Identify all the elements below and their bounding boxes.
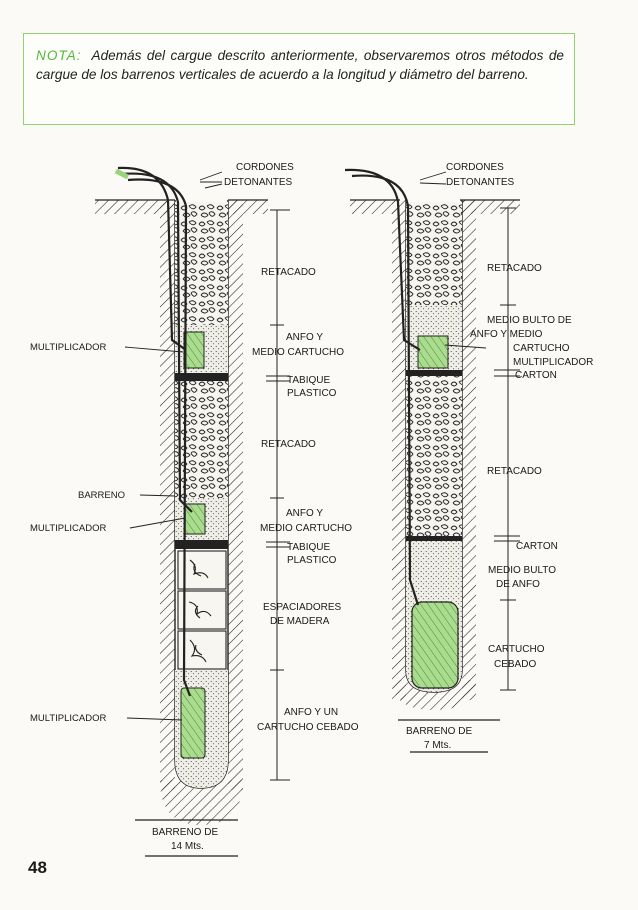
right-cord-2 [351, 174, 420, 606]
right-label-multiplicador: MULTIPLICADOR [513, 357, 593, 368]
right-label-detonantes: DETONANTES [446, 177, 514, 188]
right-label-medio-bulto-de: MEDIO BULTO DE [487, 315, 572, 326]
left-label-tabique-1: TABIQUE [287, 375, 330, 386]
left-label-multiplicador-2: MULTIPLICADOR [30, 523, 107, 534]
left-caption-2: 14 Mts. [171, 841, 204, 852]
left-label-cartucho-cebado: CARTUCHO CEBADO [257, 722, 359, 733]
left-label-multiplicador-1: MULTIPLICADOR [30, 342, 107, 353]
left-label-anfo-1: ANFO Y [286, 332, 323, 343]
blasthole-diagram: CORDONES DETONANTES RETACADO ANFO Y MEDI… [30, 162, 593, 857]
note-box: NOTA:Además del cargue descrito anterior… [23, 33, 575, 125]
left-label-retacado-1: RETACADO [261, 267, 316, 278]
left-label-medio-cartucho-2: MEDIO CARTUCHO [260, 523, 352, 534]
right-primed-cartridge [411, 601, 459, 689]
right-stemming-2 [406, 376, 462, 536]
right-label-retacado-2: RETACADO [487, 466, 542, 477]
left-label-medio-cartucho-1: MEDIO CARTUCHO [252, 347, 344, 358]
left-divider-1 [175, 373, 228, 381]
left-label-plastico-1: PLASTICO [287, 388, 337, 399]
left-label-barreno: BARRENO [78, 490, 125, 501]
note-text-block: NOTA:Además del cargue descrito anterior… [36, 46, 564, 84]
left-label-cordones: CORDONES [236, 162, 294, 173]
right-wall-left [392, 200, 406, 700]
right-label-carton-1: CARTON [515, 370, 557, 381]
right-label-cartucho-cebado-1: CARTUCHO [488, 644, 545, 655]
left-hole: CORDONES DETONANTES RETACADO ANFO Y MEDI… [30, 162, 359, 857]
left-wall-left [160, 200, 175, 790]
left-cord-3 [127, 178, 192, 697]
right-hole: CORDONES DETONANTES RETACADO MEDIO BULTO… [344, 162, 593, 753]
left-label-plastico-2: PLASTICO [287, 555, 337, 566]
right-label-carton-2: CARTON [516, 541, 558, 552]
left-label-retacado-2: RETACADO [261, 439, 316, 450]
left-booster-3 [180, 687, 206, 759]
right-stemming-1 [406, 202, 462, 307]
right-label-de-anfo: DE ANFO [496, 579, 540, 590]
left-label-anfo-un: ANFO Y UN [284, 707, 338, 718]
right-label-anfo-y-medio: ANFO Y MEDIO [470, 329, 543, 340]
right-label-cartucho: CARTUCHO [513, 343, 570, 354]
right-carton-2 [406, 536, 462, 541]
left-label-detonantes: DETONANTES [224, 177, 292, 188]
right-cord-1 [344, 168, 421, 351]
right-wall-right [462, 200, 476, 700]
left-label-de-madera: DE MADERA [270, 616, 330, 627]
left-divider-2 [175, 540, 228, 549]
left-stemming-1 [175, 202, 228, 332]
left-caption-1: BARRENO DE [152, 827, 218, 838]
left-wood-spacers [177, 550, 227, 670]
right-label-cordones: CORDONES [446, 162, 504, 173]
left-wall-right [228, 200, 243, 790]
left-label-multiplicador-3: MULTIPLICADOR [30, 713, 107, 724]
right-carton-1 [406, 370, 462, 376]
page-number: 48 [28, 858, 47, 877]
right-caption-1: BARRENO DE [406, 726, 472, 737]
right-label-cartucho-cebado-2: CEBADO [494, 659, 536, 670]
left-booster-1 [183, 331, 205, 369]
left-stemming-2 [175, 381, 228, 501]
left-label-espaciadores: ESPACIADORES [263, 602, 341, 613]
note-text: Además del cargue descrito anteriormente… [36, 48, 564, 82]
left-cord-1 [117, 166, 187, 351]
left-ground-left [95, 200, 175, 214]
right-booster-1 [417, 335, 449, 369]
left-label-anfo-2: ANFO Y [286, 508, 323, 519]
right-label-retacado-1: RETACADO [487, 263, 542, 274]
right-caption-2: 7 Mts. [424, 740, 451, 751]
right-label-medio-bulto: MEDIO BULTO [488, 565, 556, 576]
left-label-tabique-2: TABIQUE [287, 542, 330, 553]
note-keyword: NOTA: [36, 48, 82, 63]
right-ground-left [350, 200, 400, 214]
